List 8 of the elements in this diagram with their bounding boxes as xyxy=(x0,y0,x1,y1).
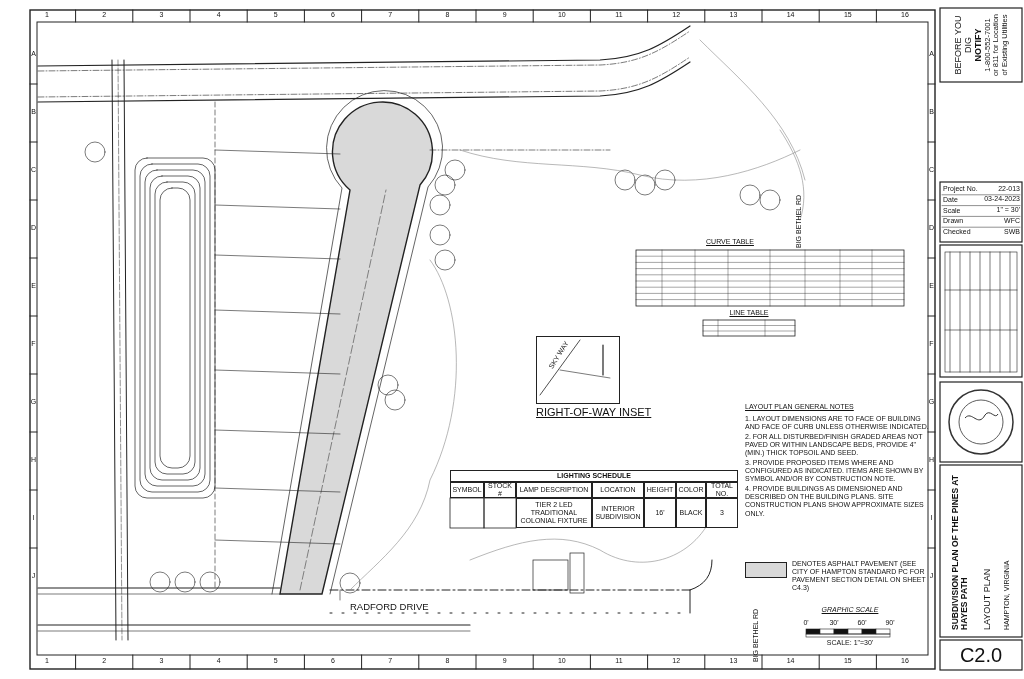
sheet-title: LAYOUT PLAN xyxy=(981,568,992,630)
notice-text: NOTIFY xyxy=(973,28,984,62)
inset-title: RIGHT-OF-WAY INSET xyxy=(536,406,652,419)
notice-heading: BEFORE YOU DIG xyxy=(952,14,974,76)
project-title: SUBDIVISION PLAN OF THE PINES AT HAYES PATH xyxy=(950,474,971,630)
street-name: RADFORD DRIVE xyxy=(350,602,430,613)
inset-box xyxy=(536,336,620,404)
sheet-number: C2.0 xyxy=(959,643,1003,667)
